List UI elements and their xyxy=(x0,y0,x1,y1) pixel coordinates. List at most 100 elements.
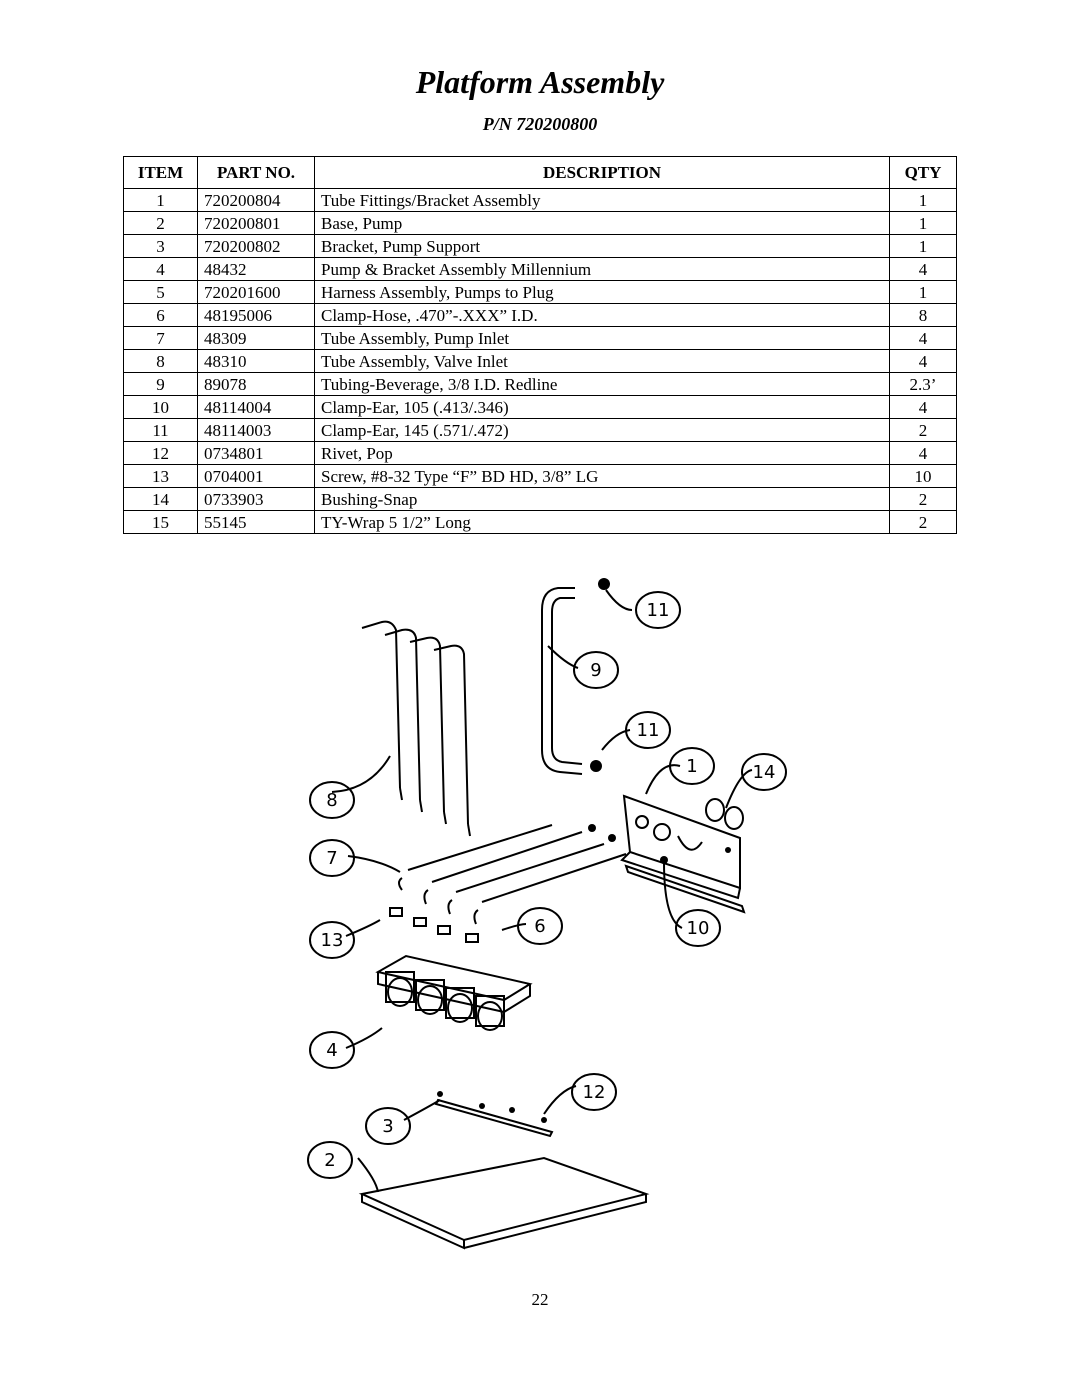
valve-inlet-tubes xyxy=(361,620,471,837)
cell-qty: 4 xyxy=(889,257,957,281)
cell-qty: 4 xyxy=(889,441,957,465)
cell-description: Tubing-Beverage, 3/8 I.D. Redline xyxy=(314,372,890,396)
callout-6: 6 xyxy=(534,916,545,937)
cell-item: 7 xyxy=(123,326,198,350)
cell-description: Harness Assembly, Pumps to Plug xyxy=(314,280,890,304)
cell-item: 3 xyxy=(123,234,198,258)
callout-11-bottom: 11 xyxy=(637,720,660,741)
cell-description: Tube Fittings/Bracket Assembly xyxy=(314,188,890,212)
callout-10: 10 xyxy=(687,918,710,939)
cell-item: 11 xyxy=(123,418,198,442)
page-title: Platform Assembly xyxy=(415,64,665,100)
cell-item: 8 xyxy=(123,349,198,373)
exploded-assembly-diagram: 11 9 11 1 14 8 7 10 6 13 4 12 3 2 xyxy=(307,578,787,1250)
callout-3: 3 xyxy=(382,1116,393,1137)
page-number: 22 xyxy=(531,1290,549,1309)
cell-part-no: 48309 xyxy=(197,326,315,350)
cell-description: Tube Assembly, Pump Inlet xyxy=(314,326,890,350)
cell-item: 2 xyxy=(123,211,198,235)
cell-description: TY-Wrap 5 1/2” Long xyxy=(314,510,890,534)
cell-part-no: 720201600 xyxy=(197,280,315,304)
cell-qty: 1 xyxy=(889,211,957,235)
cell-part-no: 48114004 xyxy=(197,395,315,419)
cell-item: 14 xyxy=(123,487,198,511)
cell-part-no: 48432 xyxy=(197,257,315,281)
cell-part-no: 0704001 xyxy=(197,464,315,488)
pump-support-bracket xyxy=(434,1098,554,1138)
callout-labels xyxy=(307,591,787,1179)
callout-2: 2 xyxy=(324,1150,335,1171)
header-part-no: PART NO. xyxy=(197,156,315,189)
cell-description: Clamp-Hose, .470”-.XXX” I.D. xyxy=(314,303,890,327)
pump-base xyxy=(358,1156,650,1242)
beverage-tubing xyxy=(541,587,583,775)
cell-part-no: 0733903 xyxy=(197,487,315,511)
cell-item: 10 xyxy=(123,395,198,419)
cell-qty: 1 xyxy=(889,234,957,258)
cell-part-no: 720200801 xyxy=(197,211,315,235)
callout-9: 9 xyxy=(590,660,601,681)
cell-part-no: 48114003 xyxy=(197,418,315,442)
cell-item: 4 xyxy=(123,257,198,281)
cell-item: 9 xyxy=(123,372,198,396)
cell-qty: 2 xyxy=(889,418,957,442)
cell-description: Bracket, Pump Support xyxy=(314,234,890,258)
callout-8: 8 xyxy=(326,790,337,811)
header-description: DESCRIPTION xyxy=(314,156,890,189)
callout-12: 12 xyxy=(583,1082,606,1103)
cell-description: Screw, #8-32 Type “F” BD HD, 3/8” LG xyxy=(314,464,890,488)
callout-14: 14 xyxy=(753,762,776,783)
cell-qty: 1 xyxy=(889,188,957,212)
header-qty: QTY xyxy=(889,156,957,189)
cell-qty: 1 xyxy=(889,280,957,304)
callout-7: 7 xyxy=(326,848,337,869)
callout-11-top: 11 xyxy=(647,600,670,621)
parts-table: ITEM PART NO. DESCRIPTION QTY 1 720200804… xyxy=(123,156,957,534)
cell-qty: 2.3’ xyxy=(889,372,957,396)
cell-qty: 4 xyxy=(889,349,957,373)
cell-description: Tube Assembly, Valve Inlet xyxy=(314,349,890,373)
cell-qty: 2 xyxy=(889,510,957,534)
cell-item: 12 xyxy=(123,441,198,465)
cell-part-no: 89078 xyxy=(197,372,315,396)
cell-part-no: 48310 xyxy=(197,349,315,373)
cell-item: 6 xyxy=(123,303,198,327)
pump-assembly xyxy=(375,954,533,1031)
header-item: ITEM xyxy=(123,156,198,189)
table-header-row: ITEM PART NO. DESCRIPTION QTY xyxy=(123,156,957,189)
callout-13: 13 xyxy=(321,930,344,951)
cell-description: Rivet, Pop xyxy=(314,441,890,465)
callout-4: 4 xyxy=(326,1040,337,1061)
cell-part-no: 720200802 xyxy=(197,234,315,258)
cell-part-no: 55145 xyxy=(197,510,315,534)
cell-description: Clamp-Ear, 105 (.413/.346) xyxy=(314,395,890,419)
cell-part-no: 0734801 xyxy=(197,441,315,465)
cell-description: Bushing-Snap xyxy=(314,487,890,511)
cell-qty: 4 xyxy=(889,326,957,350)
cell-part-no: 720200804 xyxy=(197,188,315,212)
part-number: P/N 720200800 xyxy=(482,114,598,134)
cell-item: 13 xyxy=(123,464,198,488)
cell-qty: 4 xyxy=(889,395,957,419)
cell-qty: 8 xyxy=(889,303,957,327)
cell-qty: 2 xyxy=(889,487,957,511)
cell-qty: 10 xyxy=(889,464,957,488)
cell-description: Pump & Bracket Assembly Millennium xyxy=(314,257,890,281)
cell-item: 15 xyxy=(123,510,198,534)
